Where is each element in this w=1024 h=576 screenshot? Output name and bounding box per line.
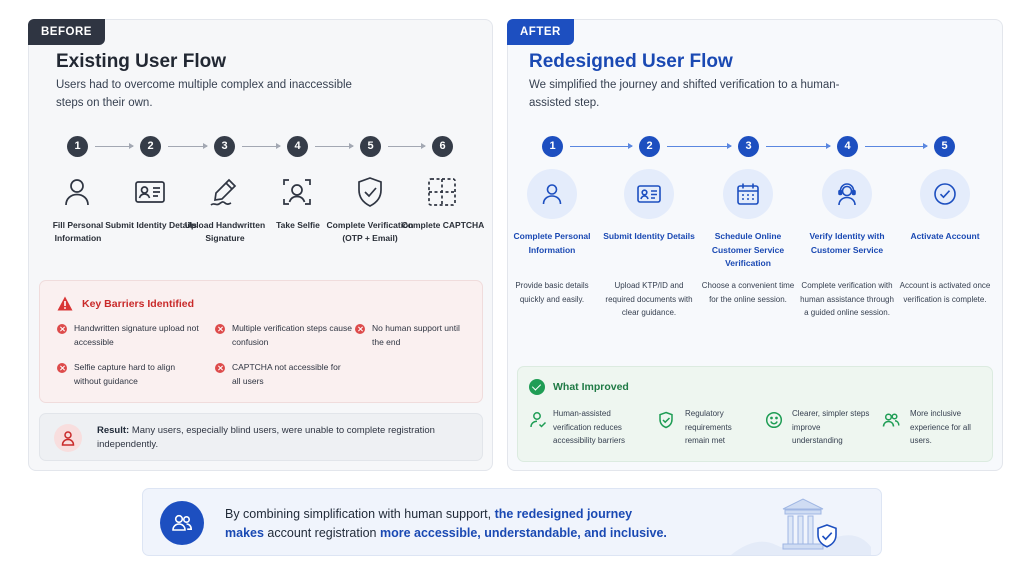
improved-item: More inclusive experience for all users. <box>910 409 971 445</box>
summary-text: By combining simplification with human s… <box>225 507 667 540</box>
before-step-6-label: Complete CAPTCHA <box>401 220 485 230</box>
after-tag: AFTER <box>507 19 574 45</box>
before-panel: BEFORE Existing User Flow Users had to o… <box>28 19 493 471</box>
before-step-3-label: Upload Handwritten Signature <box>184 220 266 243</box>
id-card-icon <box>637 185 661 203</box>
users-icon <box>172 514 193 531</box>
x-circle-icon <box>57 324 67 334</box>
what-improved-box: What Improved Human-assisted verificatio… <box>517 366 993 462</box>
after-step-1-label: Complete Personal Information <box>513 231 591 255</box>
after-arrow-3 <box>766 143 831 149</box>
barrier-item: Selfie capture hard to align without gui… <box>74 362 176 386</box>
x-circle-icon <box>215 363 225 373</box>
key-barriers-box: Key Barriers Identified Handwritten sign… <box>39 280 483 403</box>
improved-item: Clearer, simpler steps improve understan… <box>792 409 870 445</box>
person-icon <box>542 184 562 205</box>
person-alert-icon <box>54 424 82 452</box>
check-circle-icon <box>934 183 956 205</box>
after-step-2-icon-circle <box>624 169 674 219</box>
barrier-item: Multiple verification steps cause confus… <box>232 323 353 347</box>
captcha-grid-icon <box>425 175 459 209</box>
users-icon <box>882 411 900 429</box>
before-arrow-3 <box>242 143 281 149</box>
before-step-3-number: 3 <box>214 136 235 157</box>
after-step-2-number: 2 <box>639 136 660 157</box>
face-scan-icon <box>280 175 314 209</box>
after-step-3-label: Schedule Online Customer Service Verific… <box>711 231 785 268</box>
check-circle-icon <box>529 379 545 395</box>
after-step-5-label: Activate Account <box>910 231 980 241</box>
before-arrow-1 <box>95 143 134 149</box>
before-step-1-number: 1 <box>67 136 88 157</box>
calendar-icon <box>737 183 759 205</box>
after-step-1-icon-circle <box>527 169 577 219</box>
after-step-3-icon-circle <box>723 169 773 219</box>
after-arrow-2 <box>667 143 732 149</box>
bank-shield-illustration-icon <box>731 498 871 555</box>
after-step-4-label: Verify Identity with Customer Service <box>809 231 885 255</box>
result-box: Result: Many users, especially blind use… <box>39 413 483 461</box>
after-step-3-number: 3 <box>738 136 759 157</box>
after-step-3-desc: Choose a convenient time for the online … <box>701 281 795 304</box>
after-step-5-desc: Account is activated once verification i… <box>899 281 991 304</box>
before-subtitle: Users had to overcome multiple complex a… <box>56 79 352 109</box>
after-step-4-icon-circle <box>822 169 872 219</box>
summary-banner: By combining simplification with human s… <box>142 488 882 556</box>
shield-check-icon <box>353 175 387 209</box>
after-step-2-label: Submit Identity Details <box>603 231 695 241</box>
id-card-icon <box>133 175 167 209</box>
x-circle-icon <box>355 324 365 334</box>
before-step-4-number: 4 <box>287 136 308 157</box>
before-step-4-label: Take Selfie <box>276 220 320 230</box>
before-tag: BEFORE <box>28 19 105 45</box>
improved-item: Human-assisted verification reduces acce… <box>553 409 626 445</box>
barrier-item: Handwritten signature upload not accessi… <box>74 323 199 347</box>
x-circle-icon <box>215 324 225 334</box>
signature-pen-icon <box>207 175 241 209</box>
result-text: Result: Many users, especially blind use… <box>97 425 435 450</box>
after-step-5-icon-circle <box>920 169 970 219</box>
before-arrow-4 <box>315 143 354 149</box>
before-title: Existing User Flow <box>56 51 226 72</box>
barrier-item: No human support until the end <box>372 323 460 347</box>
what-improved-title: What Improved <box>553 381 629 393</box>
after-step-4-desc: Complete verification with human assista… <box>800 281 894 317</box>
shield-check-icon <box>657 411 675 429</box>
before-step-2-number: 2 <box>140 136 161 157</box>
before-step-5-number: 5 <box>360 136 381 157</box>
before-step-2-label: Submit Identity Details <box>105 220 197 230</box>
warning-icon <box>57 296 73 311</box>
summary-icon-circle <box>160 501 204 545</box>
barrier-item: CAPTCHA not accessible for all users <box>232 362 341 386</box>
after-arrow-1 <box>570 143 633 149</box>
after-arrow-4 <box>865 143 928 149</box>
before-step-5-label: Complete Verification (OTP + Email) <box>326 220 414 243</box>
before-step-1-label: Fill Personal Information <box>52 220 104 243</box>
after-step-4-number: 4 <box>837 136 858 157</box>
improved-item: Regulatory requirements remain met <box>685 409 732 445</box>
person-icon <box>60 175 94 209</box>
after-title: Redesigned User Flow <box>529 51 733 72</box>
after-subtitle: We simplified the journey and shifted ve… <box>529 79 840 109</box>
after-step-2-desc: Upload KTP/ID and required documents wit… <box>605 281 693 317</box>
smile-icon <box>765 411 783 429</box>
after-step-1-number: 1 <box>542 136 563 157</box>
after-panel: AFTER Redesigned User Flow We simplified… <box>507 19 1003 471</box>
before-arrow-2 <box>168 143 208 149</box>
after-step-1-desc: Provide basic details quickly and easily… <box>515 281 589 304</box>
key-barriers-title: Key Barriers Identified <box>82 298 195 310</box>
after-step-5-number: 5 <box>934 136 955 157</box>
x-circle-icon <box>57 363 67 373</box>
before-arrow-5 <box>388 143 426 149</box>
headset-agent-icon <box>838 183 856 206</box>
before-step-6-number: 6 <box>432 136 453 157</box>
person-check-icon <box>529 411 547 429</box>
